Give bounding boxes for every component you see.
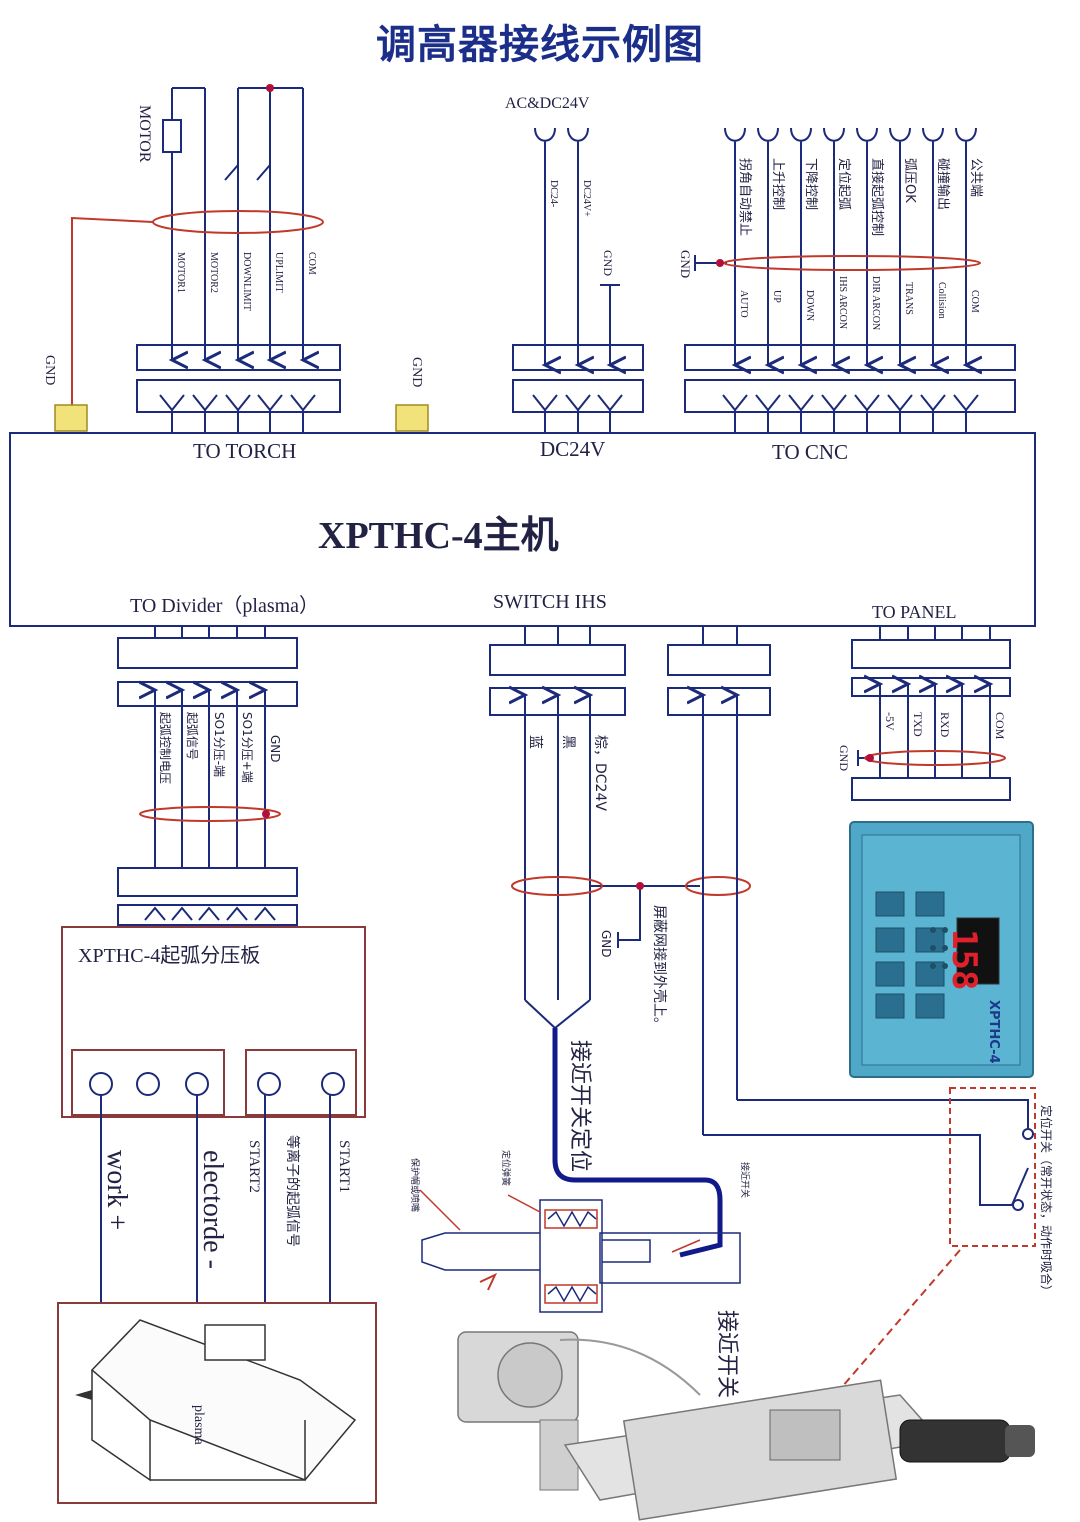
svg-text:XPTHC-4: XPTHC-4 xyxy=(986,1000,1001,1064)
torch-signal-3: DOWNLIMIT xyxy=(241,252,252,311)
svg-text:GND: GND xyxy=(599,930,613,958)
divider-connector: 起弧控制电压 起弧信号 SO1分压-端 SO1分压+端 GND xyxy=(117,626,298,926)
svg-text:RXD: RXD xyxy=(938,712,952,738)
torch-signal-1: MOTOR1 xyxy=(175,252,186,293)
port-label-panel: TO PANEL xyxy=(872,602,957,622)
display-readout: 158 xyxy=(944,929,984,990)
port-label-dc24v: DC24V xyxy=(540,437,605,461)
svg-text:START1: START1 xyxy=(336,1140,352,1193)
cnc-cn-8: 公共端 xyxy=(968,158,983,197)
svg-text:GND: GND xyxy=(268,735,282,763)
cnc-en-2: UP xyxy=(771,290,782,303)
cnc-shield-ellipse xyxy=(723,255,981,271)
gnd-terminal-left: GND xyxy=(42,355,88,432)
svg-text:定位弹簧: 定位弹簧 xyxy=(500,1150,512,1186)
svg-text:XPTHC-4起弧分压板: XPTHC-4起弧分压板 xyxy=(78,944,260,967)
cnc-cn-7: 碰撞输出 xyxy=(935,158,951,210)
svg-text:蓝: 蓝 xyxy=(527,735,543,749)
svg-text:定位开关（常开状态，动作时吸合）: 定位开关（常开状态，动作时吸合） xyxy=(1039,1105,1054,1297)
port-label-divider: TO Divider（plasma） xyxy=(130,594,319,617)
svg-text:DC24V+: DC24V+ xyxy=(581,180,592,217)
cnc-cn-3: 下降控制 xyxy=(803,158,818,210)
diagram-title: 调高器接线示例图 xyxy=(376,22,704,68)
svg-text:GND: GND xyxy=(42,355,57,385)
svg-text:SO1分压-端: SO1分压-端 xyxy=(212,712,226,777)
svg-text:TXD: TXD xyxy=(911,712,925,737)
ac-dc-label: AC&DC24V xyxy=(505,95,590,112)
svg-text:保护帽或喷嘴: 保护帽或喷嘴 xyxy=(409,1158,421,1212)
svg-text:起弧控制电压: 起弧控制电压 xyxy=(158,712,172,784)
port-label-switch-ihs: SWITCH IHS xyxy=(493,591,607,613)
electrode-label: electorde - xyxy=(197,1150,228,1269)
svg-text:黑: 黑 xyxy=(560,735,576,749)
svg-text:DC24-: DC24- xyxy=(548,180,559,207)
svg-text:接近开关: 接近开关 xyxy=(739,1162,751,1198)
svg-text:plasma: plasma xyxy=(191,1405,206,1445)
svg-text:屏蔽网接到外壳上。: 屏蔽网接到外壳上。 xyxy=(651,905,668,1031)
cnc-en-5: DIR ARCON xyxy=(870,276,881,330)
motor-icon xyxy=(162,119,182,153)
main-unit-label: XPTHC-4主机 xyxy=(318,515,559,557)
svg-text:等离子的起弧信号: 等离子的起弧信号 xyxy=(284,1135,301,1247)
port-label-torch: TO TORCH xyxy=(193,439,296,463)
svg-text:GND: GND xyxy=(601,250,615,276)
cnc-en-6: TRANS xyxy=(903,282,914,315)
svg-text:GND: GND xyxy=(678,250,693,278)
switch-ihs-connector: 蓝 黑 棕，DC24V GND 屏蔽网接到外壳上。 接近开关定位 xyxy=(489,626,751,1258)
work-label: work + xyxy=(101,1150,132,1230)
cnc-en-3: DOWN xyxy=(804,290,815,321)
lifter-photo: 接近开关 xyxy=(457,1310,1035,1521)
svg-text:棕，DC24V: 棕，DC24V xyxy=(592,735,608,811)
svg-text:SO1分压+端: SO1分压+端 xyxy=(240,712,254,783)
svg-text:接近开关: 接近开关 xyxy=(714,1310,739,1398)
proximity-position-label: 接近开关定位 xyxy=(567,1040,592,1172)
cnc-cn-1: 拐角自动禁止 xyxy=(737,158,752,236)
cnc-connector: GND 拐角自动禁止 上升控制 下降控制 定位起弧 直接起弧控制 弧压OK 碰撞… xyxy=(678,127,1016,433)
cnc-en-7: Collision xyxy=(936,282,947,319)
torch-signal-4: UPLIMIT xyxy=(273,252,284,293)
svg-text:GND: GND xyxy=(409,357,424,387)
cnc-cn-2: 上升控制 xyxy=(770,158,785,210)
dc24v-connector: AC&DC24V DC24- DC24V+ GND xyxy=(505,95,644,433)
torch-body-sketch: 保护帽或喷嘴 定位弹簧 接近开关 xyxy=(409,1150,751,1313)
cnc-cn-4: 定位起弧 xyxy=(836,158,851,210)
svg-text:-5V: -5V xyxy=(883,712,897,731)
cnc-cn-6: 弧压OK xyxy=(902,158,917,203)
svg-text:COM: COM xyxy=(993,712,1007,740)
cnc-cn-5: 直接起弧控制 xyxy=(869,158,885,236)
cnc-en-1: AUTO xyxy=(738,290,749,318)
port-label-cnc: TO CNC xyxy=(772,440,848,464)
divider-board: XPTHC-4起弧分压板 work + electorde - START2 S… xyxy=(61,926,366,1305)
plasma-unit: plasma xyxy=(57,1302,377,1504)
torch-connector: MOTOR MOTOR1 MOTOR2 DOWNLIMIT UPLIMIT CO… xyxy=(71,84,341,433)
svg-text:起弧信号: 起弧信号 xyxy=(185,712,199,760)
gnd-terminal-mid: GND xyxy=(395,357,429,432)
motor-label: MOTOR xyxy=(136,105,153,163)
torch-signal-5: COM xyxy=(306,252,317,275)
positioning-switch-connector: 定位开关（常开状态，动作时吸合） xyxy=(667,626,1054,1431)
cnc-en-8: COM xyxy=(969,290,980,313)
control-panel-device: 158 XPTHC-4 xyxy=(849,821,1034,1078)
panel-connector: GND -5V TXD RXD COM xyxy=(837,626,1011,801)
main-unit-box xyxy=(9,432,1036,627)
cnc-en-4: IHS ARCON xyxy=(837,276,848,329)
svg-text:GND: GND xyxy=(837,745,851,771)
torch-signal-2: MOTOR2 xyxy=(208,252,219,293)
svg-text:START2: START2 xyxy=(246,1140,262,1193)
thick-sensor-cable xyxy=(552,1028,723,1258)
